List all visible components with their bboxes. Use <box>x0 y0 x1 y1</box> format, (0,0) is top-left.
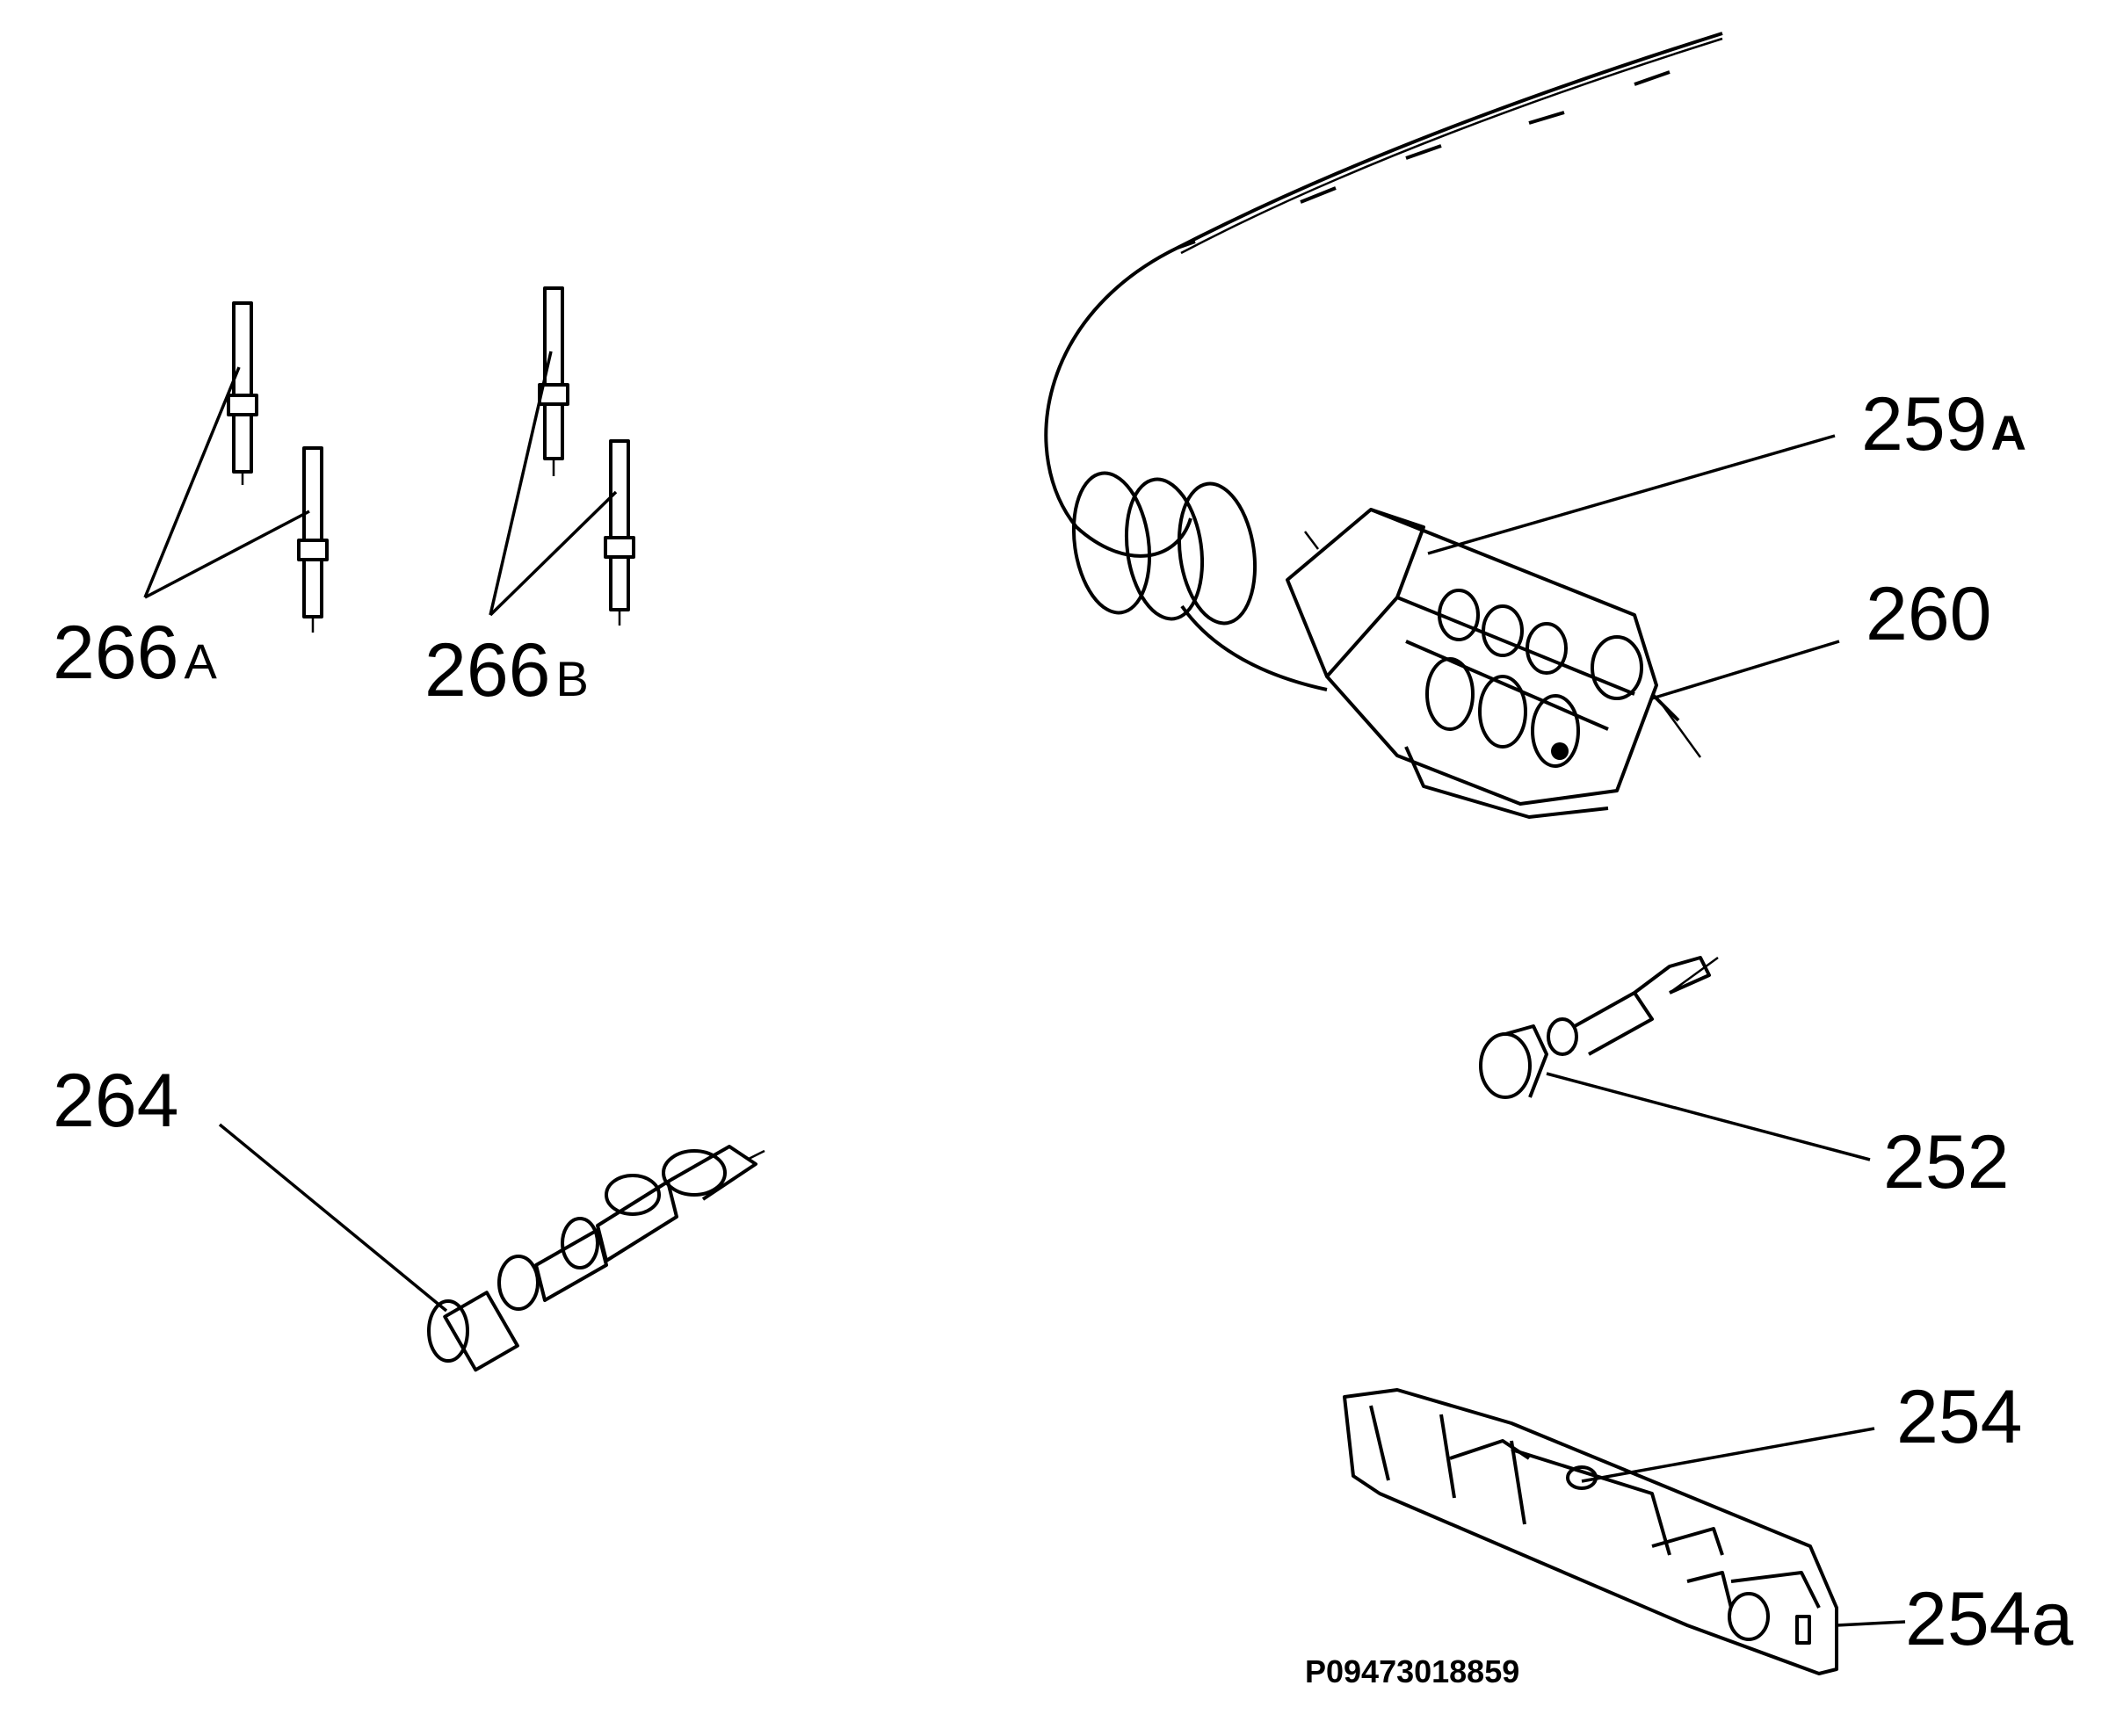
leader-260 <box>1651 640 1840 700</box>
part-254-manifold <box>1343 1388 1838 1675</box>
leader-254a <box>1836 1620 1906 1627</box>
part-264-gas-valve <box>427 1145 765 1372</box>
leader-264 <box>218 1123 448 1313</box>
leader-252 <box>1546 1072 1871 1161</box>
callout-254a: 254a <box>1905 1577 2073 1661</box>
part-capillary-tube <box>1044 32 1723 691</box>
callout-259a: 259A <box>1861 382 2026 467</box>
part-266b-thermocouples <box>538 286 635 626</box>
callout-264: 264 <box>53 1059 179 1143</box>
drawing-code: P09473018859 <box>1305 1653 1519 1689</box>
callout-252: 252 <box>1883 1120 2010 1204</box>
leaders-266a <box>143 366 310 599</box>
part-252-injector <box>1479 956 1719 1099</box>
part-thermostat-body <box>1286 508 1702 819</box>
leader-254 <box>1581 1427 1875 1483</box>
callout-260: 260 <box>1866 572 1992 656</box>
part-266a-thermocouples <box>227 301 329 633</box>
callout-254: 254 <box>1896 1375 2023 1459</box>
leader-259a <box>1427 434 1836 555</box>
leaders-266b <box>489 351 618 617</box>
